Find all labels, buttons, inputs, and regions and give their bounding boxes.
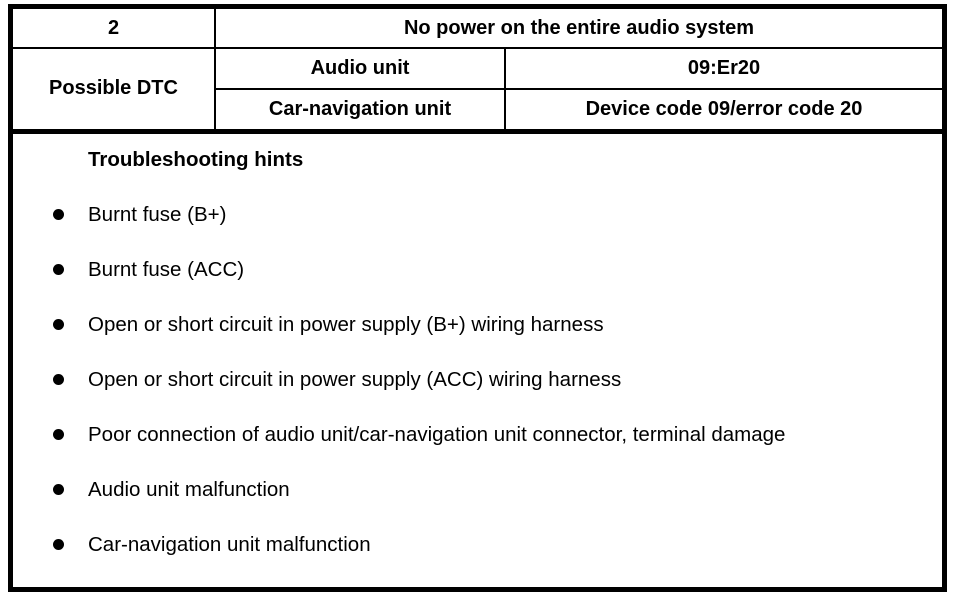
list-item: Audio unit malfunction bbox=[13, 477, 942, 503]
list-item: Burnt fuse (B+) bbox=[13, 202, 942, 228]
list-item: Car-navigation unit malfunction bbox=[13, 532, 942, 558]
bullet-icon bbox=[53, 318, 64, 330]
hint-text: Car-navigation unit malfunction bbox=[88, 532, 371, 556]
unit-cell-audio: Audio unit bbox=[214, 47, 506, 90]
bullet-icon bbox=[53, 483, 64, 495]
hint-text: Burnt fuse (ACC) bbox=[88, 257, 245, 281]
list-item: Burnt fuse (ACC) bbox=[13, 257, 942, 283]
list-item: Poor connection of audio unit/car-naviga… bbox=[13, 422, 942, 448]
unit-cell-navigation: Car-navigation unit bbox=[215, 88, 506, 132]
hint-text: Burnt fuse (B+) bbox=[88, 202, 227, 226]
bullet-icon bbox=[53, 263, 64, 275]
item-number-cell: 2 bbox=[13, 9, 216, 49]
bullet-icon bbox=[53, 208, 64, 220]
dtc-header-table: 2 No power on the entire audio system Po… bbox=[13, 9, 942, 134]
troubleshooting-hints-list: Burnt fuse (B+) Burnt fuse (ACC) Open or… bbox=[13, 202, 942, 558]
troubleshooting-section: Troubleshooting hints Burnt fuse (B+) Bu… bbox=[13, 147, 942, 558]
table-row: 2 No power on the entire audio system bbox=[13, 9, 942, 49]
table-row: Car-navigation unit Device code 09/error… bbox=[13, 88, 942, 132]
hint-text: Open or short circuit in power supply (B… bbox=[88, 312, 604, 336]
bullet-icon bbox=[53, 538, 64, 550]
list-item: Open or short circuit in power supply (B… bbox=[13, 312, 942, 338]
hint-text: Audio unit malfunction bbox=[88, 477, 290, 501]
list-item: Open or short circuit in power supply (A… bbox=[13, 367, 942, 393]
code-cell-audio: 09:Er20 bbox=[504, 47, 942, 90]
table-row: Possible DTC Audio unit 09:Er20 bbox=[13, 47, 942, 132]
troubleshooting-hints-title: Troubleshooting hints bbox=[88, 147, 304, 171]
symptom-cell: No power on the entire audio system bbox=[214, 9, 942, 49]
bullet-icon bbox=[53, 428, 64, 440]
possible-dtc-label-cell: Possible DTC bbox=[13, 47, 216, 132]
hint-text: Open or short circuit in power supply (A… bbox=[88, 367, 622, 391]
bullet-icon bbox=[53, 373, 64, 385]
document-frame: 2 No power on the entire audio system Po… bbox=[8, 4, 947, 592]
hint-text: Poor connection of audio unit/car-naviga… bbox=[88, 422, 786, 446]
code-cell-navigation: Device code 09/error code 20 bbox=[504, 88, 942, 132]
